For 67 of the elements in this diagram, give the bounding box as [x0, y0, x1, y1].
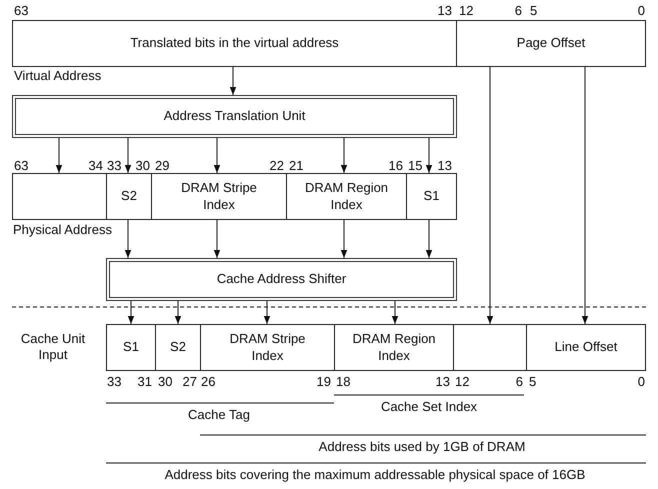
arrow	[426, 220, 432, 258]
arrow	[426, 138, 432, 174]
bit-field-box	[453, 324, 527, 371]
bit-field-box	[456, 20, 646, 67]
address-caption: Virtual Address	[14, 68, 102, 84]
bit-number: 18	[336, 374, 350, 390]
arrow	[214, 138, 220, 174]
bit-field-box	[12, 20, 457, 67]
field-label: Page Offset	[516, 35, 586, 52]
arrow	[128, 300, 134, 324]
unit-box	[12, 95, 457, 138]
bit-number: 16	[388, 158, 403, 174]
bit-field-box	[155, 324, 201, 371]
bit-number: 19	[316, 374, 331, 390]
bit-number: 5	[530, 3, 538, 19]
arrow	[214, 220, 220, 258]
bit-number: 63	[14, 158, 28, 174]
unit-box	[106, 258, 457, 301]
bit-number: 12	[455, 374, 470, 390]
bit-number: 13	[438, 158, 452, 174]
bit-number: 33	[107, 374, 122, 390]
bit-number: 0	[638, 374, 645, 390]
bit-number: 31	[138, 374, 152, 390]
arrow	[174, 300, 182, 324]
bit-number: 26	[201, 374, 216, 390]
bit-number: 5	[529, 374, 536, 390]
bit-field-box	[151, 173, 287, 220]
arrow	[340, 138, 348, 174]
range-label: Cache Set Index	[380, 399, 478, 415]
bit-number: 21	[289, 158, 304, 174]
bit-number: 12	[459, 3, 474, 19]
bit-number: 33	[107, 158, 122, 174]
bit-number: 22	[270, 158, 284, 174]
range-label: Cache Tag	[188, 407, 250, 423]
bit-number: 30	[136, 158, 150, 174]
bit-number: 6	[516, 374, 523, 390]
arrow	[582, 66, 588, 324]
arrow	[56, 138, 62, 174]
bit-field-box	[106, 324, 156, 371]
arrow	[392, 300, 398, 324]
range-label: Address bits covering the maximum addressable physical space of 16GB	[164, 467, 586, 483]
bit-number: 6	[514, 3, 522, 19]
arrow	[124, 138, 132, 174]
bit-number: 27	[182, 374, 197, 390]
address-caption: Physical Address	[13, 222, 112, 238]
bit-number: 15	[408, 158, 422, 174]
bit-number: 34	[88, 158, 103, 174]
bit-number: 29	[155, 158, 170, 174]
arrow	[340, 220, 348, 258]
bit-number: 13	[438, 3, 452, 19]
bit-field-box	[12, 173, 107, 220]
bit-field-box	[526, 324, 646, 371]
arrow	[264, 300, 270, 324]
address-caption: Cache Unit Input	[20, 331, 86, 362]
arrow	[230, 66, 236, 96]
bit-number: 30	[158, 374, 172, 390]
bit-field-box	[200, 324, 335, 371]
bit-field-box	[334, 324, 454, 371]
bit-number: 63	[14, 3, 28, 19]
bit-field-box	[106, 173, 152, 220]
bit-number: 0	[638, 3, 645, 19]
bit-number: 13	[436, 374, 450, 390]
arrow	[124, 220, 132, 258]
bit-field-box	[406, 173, 457, 220]
bit-field-box	[286, 173, 407, 220]
arrow	[486, 66, 494, 324]
range-label: Address bits used by 1GB of DRAM	[318, 439, 526, 455]
